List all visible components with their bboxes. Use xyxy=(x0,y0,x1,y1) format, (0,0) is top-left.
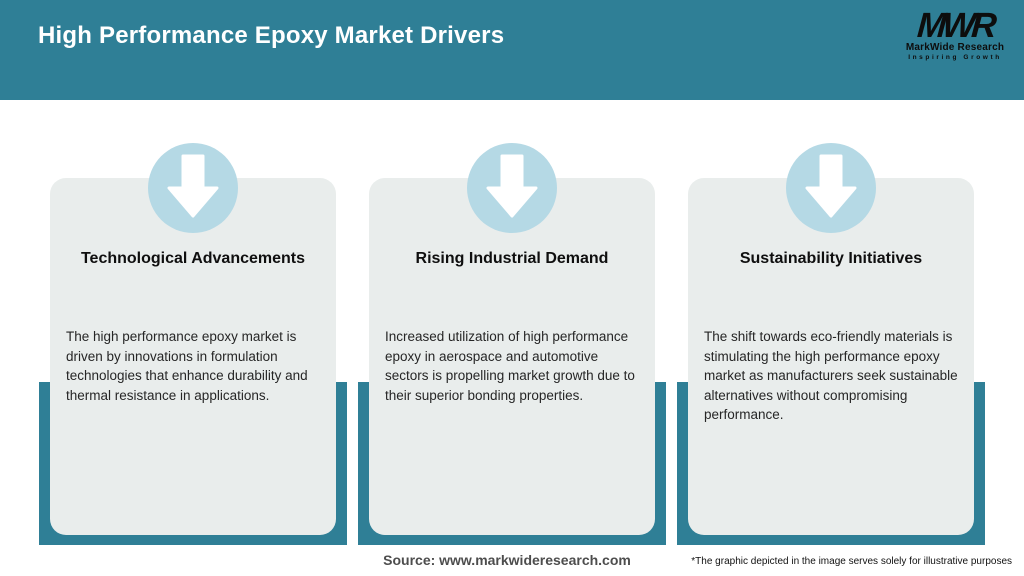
markwide-research-logo: MWR MarkWide Research Inspiring Growth xyxy=(900,6,1010,61)
card-title: Sustainability Initiatives xyxy=(739,250,923,267)
card-title: Rising Industrial Demand xyxy=(415,250,609,267)
card-title: Technological Advancements xyxy=(80,250,306,267)
disclaimer-text: *The graphic depicted in the image serve… xyxy=(691,556,1012,567)
card-body xyxy=(688,178,974,535)
driver-card-sustainability-initiatives: Sustainability Initiatives The shift tow… xyxy=(677,0,985,576)
down-arrow-icon xyxy=(148,143,238,233)
card-body xyxy=(369,178,655,535)
logo-tagline: Inspiring Growth xyxy=(908,54,1002,61)
driver-card-technological-advancements: Technological Advancements The high perf… xyxy=(39,0,347,576)
card-description: The shift towards eco-friendly materials… xyxy=(704,329,958,422)
down-arrow-icon xyxy=(467,143,557,233)
header-banner: High Performance Epoxy Market Drivers MW… xyxy=(0,0,1024,100)
driver-card-rising-industrial-demand: Rising Industrial Demand Increased utili… xyxy=(358,0,666,576)
logo-company-name: MarkWide Research xyxy=(905,42,1005,53)
card-description: The high performance epoxy market is dri… xyxy=(66,329,308,403)
down-arrow-icon xyxy=(786,143,876,233)
card-body xyxy=(50,178,336,535)
card-description: Increased utilization of high performanc… xyxy=(385,329,635,403)
source-text: Source: www.markwideresearch.com xyxy=(383,552,631,568)
page-title: High Performance Epoxy Market Drivers xyxy=(38,22,505,49)
